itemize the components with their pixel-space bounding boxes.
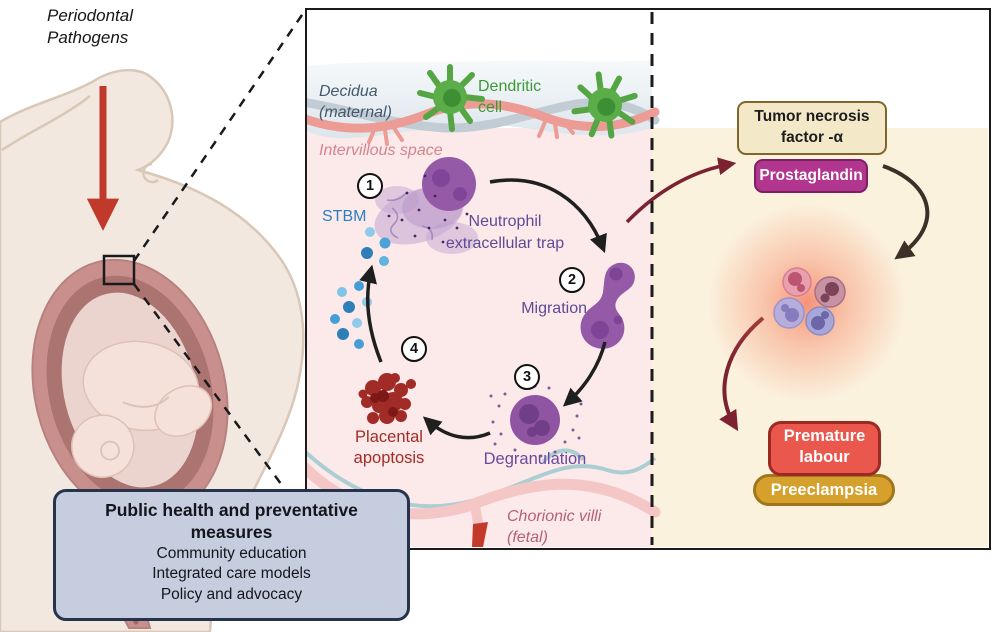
preeclampsia-box: Preeclampsia (753, 474, 895, 506)
periodontal-pathogens-label: Periodontal Pathogens (47, 6, 134, 47)
villi-vessel-icon (472, 522, 488, 547)
arrow-degranulation-to-apoptosis (422, 416, 491, 440)
prostaglandin-box: Prostaglandin (754, 159, 868, 193)
public-health-item: Policy and advocacy (160, 585, 303, 603)
step-3-badge: 3 (514, 364, 540, 390)
arrow-net-to-migration (489, 178, 607, 254)
step-2-badge: 2 (559, 267, 585, 293)
stbm-dots-icon (361, 227, 391, 266)
stbm-label: STBM (322, 208, 367, 225)
placenta-zoom-panel: Decidua(maternal) Intervillous space Den… (305, 8, 991, 550)
arrow-apoptosis-to-net (359, 264, 383, 363)
public-health-item: Community education (156, 544, 307, 562)
uterus-icon (31, 258, 229, 522)
chorionic-villi-label: Chorionic villi(fetal) (507, 508, 602, 546)
maternal-artery-icon (307, 99, 660, 133)
callout-square (102, 254, 136, 286)
callout-dashed-line-bottom (132, 283, 286, 489)
public-health-title: Public health and preventative measures (105, 500, 358, 542)
inflamed-cells-icon (707, 203, 907, 403)
arrow-migration-to-degranulation (562, 341, 607, 407)
migration-cell-icon (580, 262, 635, 349)
apoptosis-cluster-icon (358, 373, 416, 424)
public-health-item: Integrated care models (152, 565, 311, 583)
decidua-label: Decidua(maternal) (319, 83, 392, 122)
degranulation-label: Degranulation (483, 450, 587, 468)
panel-graphics (307, 12, 988, 547)
degranulation-cell-icon (489, 384, 583, 458)
public-health-box: Public health and preventative measures … (53, 489, 410, 621)
fetus-icon (71, 340, 213, 479)
arrow-mediators-to-cells (882, 164, 930, 260)
step-1-badge: 1 (357, 173, 383, 199)
cycle-arrows (359, 178, 607, 440)
neutrophil-net-icon (374, 157, 478, 254)
intervillous-space-label: Intervillous space (319, 142, 443, 159)
migration-label: Migration (521, 300, 587, 317)
arrow-to-tnf (625, 157, 737, 224)
step-4-badge: 4 (401, 336, 427, 362)
